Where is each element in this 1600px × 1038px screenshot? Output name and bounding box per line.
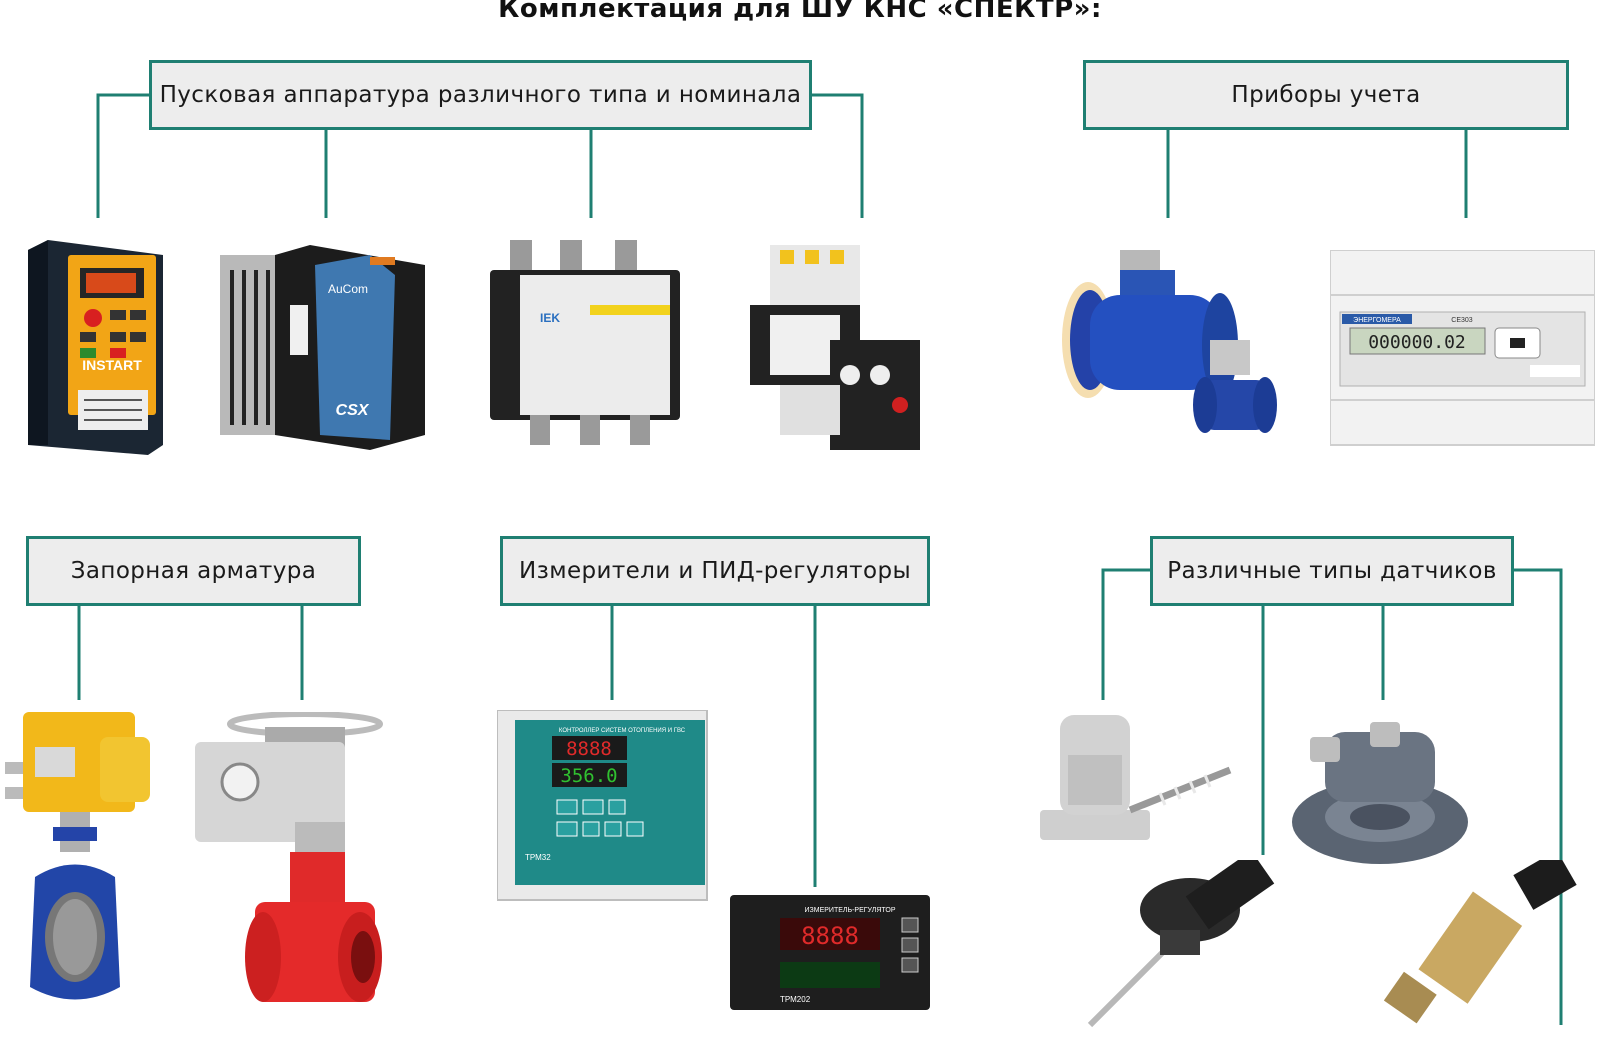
trm32-controller-image: КОНТРОЛЛЕР СИСТЕМ ОТОПЛЕНИЯ И ГВС 8888 3…	[497, 710, 717, 905]
category-sensors: Различные типы датчиков	[1150, 536, 1514, 606]
trm202-model-label: ТРМ202	[780, 995, 811, 1004]
connector-line	[96, 93, 150, 218]
softstart-series-label: CSX	[336, 402, 370, 419]
temperature-sensor-image	[1080, 860, 1290, 1030]
category-starting-equipment: Пусковая аппаратура различного типа и но…	[149, 60, 812, 130]
frequency-converter-image: INSTART	[18, 240, 163, 455]
connector-line	[810, 93, 864, 218]
trm202-regulator-image: ИЗМЕРИТЕЛЬ-РЕГУЛЯТОР 8888 ТРМ202	[730, 890, 935, 1015]
vibration-sensor-image	[1040, 715, 1240, 855]
connector-line	[1101, 568, 1151, 700]
flange-sensor-image	[1290, 712, 1470, 872]
softstart-brand-label: AuCom	[328, 282, 368, 296]
electricity-meter-image: ЭНЕРГОМЕРА CE303 000000.02	[1330, 250, 1595, 450]
page-title: Комплектация для ШУ КНС «СПЕКТР»:	[498, 0, 1102, 24]
trm202-header-label: ИЗМЕРИТЕЛЬ-РЕГУЛЯТОР	[805, 907, 896, 914]
soft-starter-image: AuCom CSX	[220, 245, 430, 450]
contactor-brand-label: IEK	[540, 311, 560, 325]
gate-valve-image	[195, 712, 385, 1012]
meter-model-label: CE303	[1451, 317, 1473, 324]
butterfly-valve-image	[5, 712, 155, 1012]
contactor-image: IEK	[490, 240, 690, 455]
trm32-display1: 8888	[566, 738, 612, 760]
trm32-model-label: ТРМ32	[525, 853, 551, 862]
meter-brand-label: ЭНЕРГОМЕРА	[1353, 317, 1401, 324]
category-controllers: Измерители и ПИД-регуляторы	[500, 536, 930, 606]
trm32-header-label: КОНТРОЛЛЕР СИСТЕМ ОТОПЛЕНИЯ И ГВС	[559, 728, 686, 734]
instart-brand-label: INSTART	[82, 357, 142, 373]
category-valves: Запорная арматура	[26, 536, 361, 606]
flowmeter-image	[1060, 250, 1280, 450]
trm32-display2: 356.0	[560, 765, 617, 787]
trm202-display: 8888	[801, 922, 859, 950]
meter-reading-display: 000000.02	[1368, 332, 1466, 353]
category-meters: Приборы учета	[1083, 60, 1569, 130]
pressure-transmitter-image	[1380, 860, 1590, 1025]
contactor-relay-image	[750, 245, 920, 450]
